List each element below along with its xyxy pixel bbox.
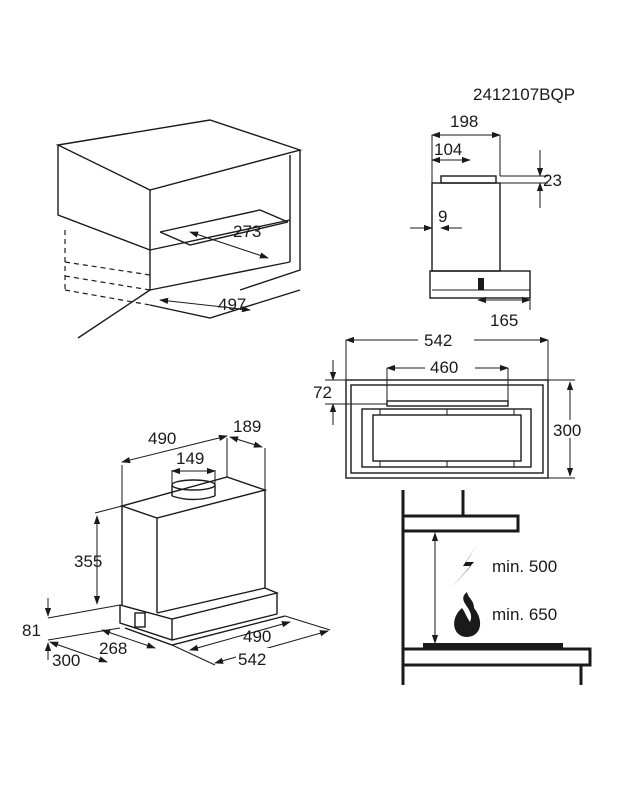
- hood-base-depth-label: 300: [52, 651, 80, 670]
- inner-width-label: 460: [430, 358, 458, 377]
- cabinet-depth-label: 273: [233, 222, 261, 241]
- inner-offset-label: 72: [313, 383, 332, 402]
- front-height-label: 300: [553, 421, 581, 440]
- front-view-drawing: 542 460 72 300: [313, 330, 589, 479]
- electric-clearance-label: min. 500: [492, 557, 557, 576]
- side-depth-label: 198: [450, 112, 478, 131]
- base-height-label: 81: [22, 621, 41, 640]
- hood-side-depth-label: 268: [99, 639, 127, 658]
- hood-drawing: 490 189 149 355 81 300 268 490 542: [22, 417, 331, 670]
- hood-top-depth-label: 189: [233, 417, 261, 436]
- gas-clearance-label: min. 650: [492, 605, 557, 624]
- duct-offset-label: 104: [434, 140, 462, 159]
- model-code: 2412107BQP: [473, 85, 575, 104]
- wall-gap-label: 9: [438, 207, 447, 226]
- hood-base-width-label: 542: [238, 650, 266, 669]
- hood-top-width-label: 490: [148, 429, 176, 448]
- hood-front-width-label: 490: [243, 627, 271, 646]
- lightning-icon: [451, 545, 477, 588]
- hood-height-label: 355: [74, 552, 102, 571]
- cabinet-width-label: 497: [218, 295, 246, 314]
- side-view-drawing: 198 104 23 9 165: [410, 112, 562, 330]
- cabinet-drawing: 273 497: [55, 119, 303, 339]
- top-height-label: 23: [543, 171, 562, 190]
- front-width-label: 542: [424, 331, 452, 350]
- base-depth-label: 165: [490, 311, 518, 330]
- duct-diameter-label: 149: [176, 449, 204, 468]
- flame-icon: [454, 592, 481, 637]
- clearance-drawing: min. 500 min. 650: [401, 490, 592, 685]
